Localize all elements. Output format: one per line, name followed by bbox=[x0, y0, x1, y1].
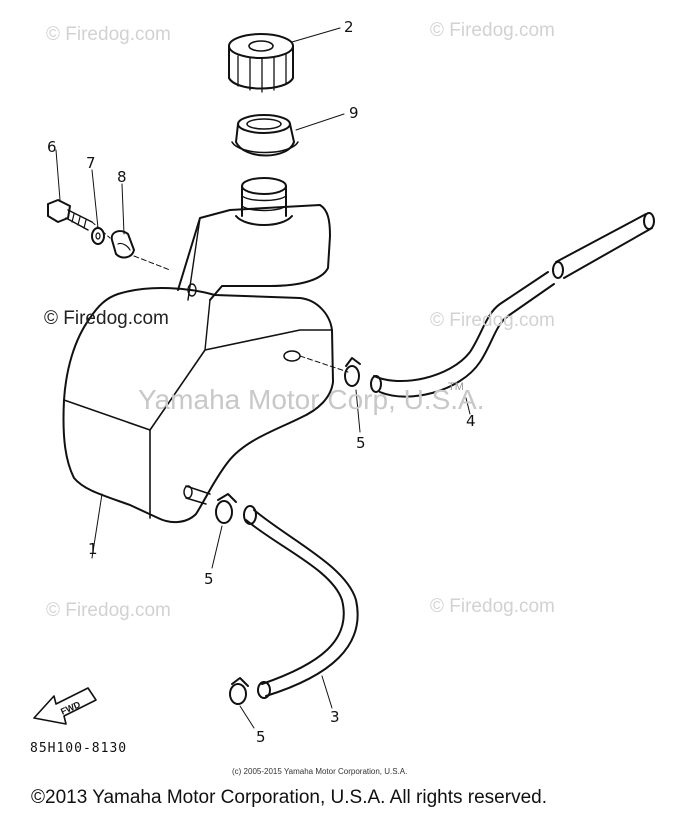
watermark: © Firedog.com bbox=[46, 24, 171, 45]
leader-lines bbox=[55, 27, 471, 729]
fuel-cap bbox=[228, 33, 294, 93]
callout-fuel-tank: 1 bbox=[88, 540, 98, 558]
callout-cap-gasket: 9 bbox=[349, 104, 359, 122]
hose-clamp-upper bbox=[344, 357, 361, 387]
watermark: © Firedog.com bbox=[430, 310, 555, 331]
callout-fuel-cap: 2 bbox=[344, 18, 354, 36]
callout-clamp-lower: 5 bbox=[256, 728, 266, 746]
callout-washer: 7 bbox=[86, 154, 96, 172]
callout-bolt: 6 bbox=[47, 138, 57, 156]
cap-gasket bbox=[231, 114, 299, 157]
small-copyright: (c) 2005-2015 Yamaha Motor Corporation, … bbox=[232, 767, 408, 776]
bolt bbox=[47, 199, 93, 231]
callout-clamp-middle: 5 bbox=[204, 570, 214, 588]
washer bbox=[91, 227, 105, 245]
hose-clamp-lower bbox=[229, 677, 249, 705]
watermark: © Firedog.com bbox=[430, 20, 555, 41]
watermark-dark: © Firedog.com bbox=[44, 308, 169, 329]
fuel-tank bbox=[62, 204, 334, 524]
watermark: © Firedog.com bbox=[430, 596, 555, 617]
callout-fuel-hose: 3 bbox=[330, 708, 340, 726]
fuel-hose bbox=[243, 505, 359, 699]
callout-clamp-upper: 5 bbox=[356, 434, 366, 452]
diagram-code: 85H100-8130 bbox=[30, 741, 128, 756]
trademark-mark: TM bbox=[448, 381, 464, 393]
watermark: © Firedog.com bbox=[46, 600, 171, 621]
grommet bbox=[110, 230, 135, 259]
copyright-text: ©2013 Yamaha Motor Corporation, U.S.A. A… bbox=[31, 787, 547, 808]
breather-hose bbox=[370, 212, 655, 398]
fwd-arrow-icon bbox=[33, 687, 97, 725]
hose-clamp-middle bbox=[215, 493, 237, 524]
callout-breather-hose: 4 bbox=[466, 412, 476, 430]
callout-grommet: 8 bbox=[117, 168, 127, 186]
fwd-label: FWD bbox=[59, 699, 82, 717]
watermark-center: Yamaha Motor Corp, U.S.A. bbox=[138, 384, 485, 415]
filler-neck bbox=[235, 177, 293, 226]
